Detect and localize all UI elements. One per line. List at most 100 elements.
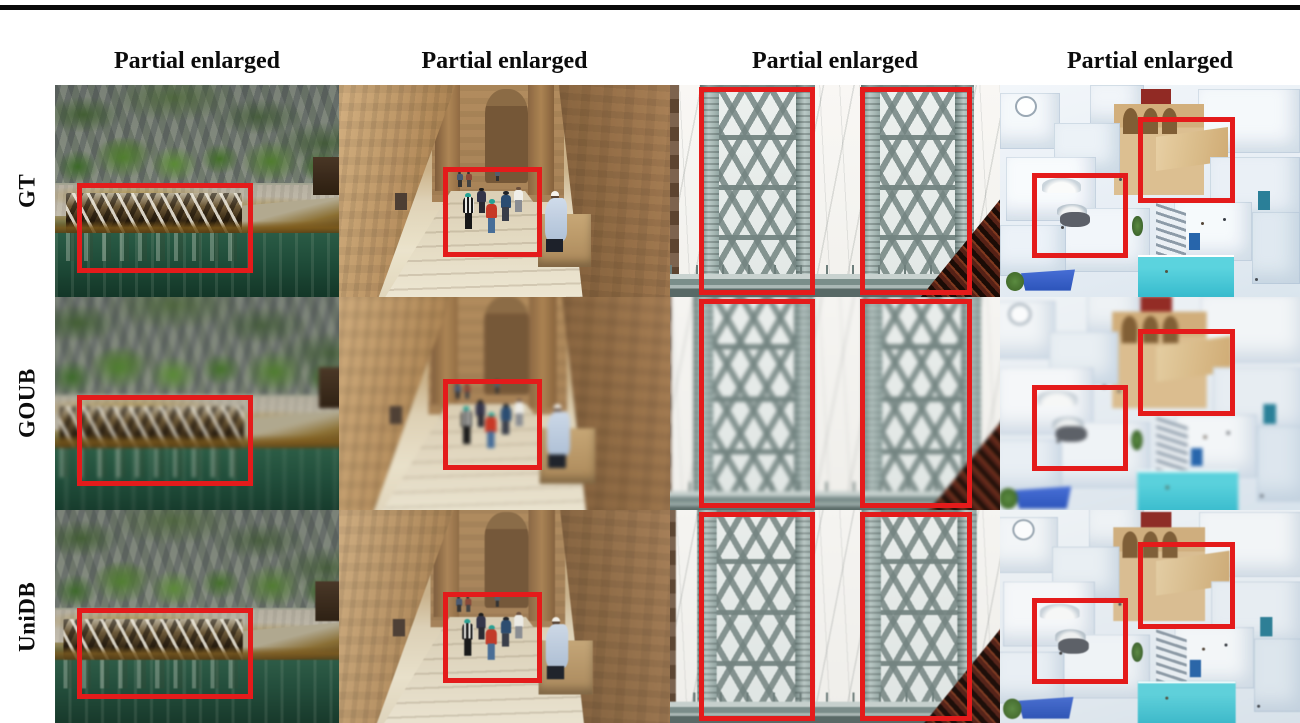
photo-temple-corridor (339, 85, 670, 297)
white-building (1254, 638, 1300, 713)
blue-door (1190, 448, 1202, 467)
trash-bin (395, 193, 407, 211)
photo-bridge-towers (670, 297, 1000, 510)
tower-leg (794, 510, 815, 723)
photo-temple-corridor (339, 297, 670, 510)
photo-temple-corridor (339, 510, 670, 723)
cell-goub-fjord (55, 297, 339, 510)
satellite-dish (1015, 95, 1037, 117)
seaweed-line (55, 646, 339, 665)
column-header: Partial enlarged (752, 47, 918, 74)
white-umbrella (1036, 390, 1078, 406)
highlight-box (860, 298, 973, 509)
highlight-box (442, 592, 542, 683)
highlight-box (699, 511, 816, 722)
satellite-dish (1012, 518, 1035, 541)
green-plant (1006, 271, 1024, 291)
column-header: Partial enlarged (1067, 47, 1233, 74)
highlight-box (1032, 385, 1129, 471)
distant-person (465, 596, 472, 613)
left-building-strip (670, 85, 679, 297)
walking-person-navy (499, 403, 512, 435)
tower-cross-bracing (880, 297, 963, 510)
walking-person-red-vest (485, 199, 499, 234)
photo-fjord-shoreline (55, 510, 339, 723)
cell-unidb-santorini (1000, 510, 1300, 723)
walking-person-dark (476, 187, 487, 214)
highlight-box (1032, 598, 1129, 684)
white-building (1175, 414, 1258, 478)
walking-person-striped (461, 618, 475, 656)
walking-person-striped (461, 193, 475, 230)
blue-awning (1021, 269, 1075, 291)
white-building (1257, 425, 1300, 502)
terrace-furniture (1058, 638, 1089, 654)
terrace-furniture (1060, 212, 1090, 228)
walking-person-red-vest (484, 412, 499, 449)
arch-opening (1121, 316, 1138, 344)
seated-man-blue-robe (543, 191, 569, 255)
arch-opening (1123, 108, 1138, 134)
highlight-box (860, 511, 973, 722)
tower-cross-bracing (879, 510, 960, 723)
tree-line (55, 135, 339, 187)
cell-goub-santorini (1000, 297, 1300, 510)
cell-goub-temple (339, 297, 670, 510)
turquoise-pool (1138, 254, 1234, 297)
highlight-box (76, 607, 253, 699)
walking-person-white-shirt (513, 186, 524, 213)
highlight-box (699, 298, 816, 509)
water-reflection (63, 659, 244, 689)
row-label-gt: GT (14, 173, 40, 209)
cell-gt-bridge (670, 85, 1000, 297)
seated-man-blue-robe (544, 403, 572, 471)
walking-person-striped (459, 405, 474, 444)
highlight-box (1138, 329, 1235, 416)
highlight-box (442, 166, 542, 257)
cell-unidb-bridge (670, 510, 1000, 723)
tree-line (55, 560, 339, 613)
tower-cross-bracing (711, 297, 797, 510)
water-reflection (59, 448, 245, 478)
cell-gt-temple (339, 85, 670, 297)
deck-railing-posts (670, 265, 1000, 276)
green-plant (1131, 430, 1143, 451)
tower-leg (861, 510, 882, 723)
highlight-box (860, 86, 973, 296)
satellite-dish (1008, 302, 1032, 325)
highlight-box (442, 379, 542, 470)
white-umbrella (1039, 603, 1080, 619)
walking-person-white-shirt (513, 612, 524, 639)
seaweed-line (55, 434, 339, 453)
turquoise-pool (1137, 681, 1236, 723)
walking-person-navy (500, 191, 513, 221)
temple-column (528, 297, 557, 408)
column-header: Partial enlarged (114, 47, 280, 74)
highlight-box (699, 86, 816, 296)
cell-gt-fjord (55, 85, 339, 297)
teal-door (1263, 403, 1276, 424)
tower-cross-bracing (717, 85, 798, 297)
blue-awning (1014, 486, 1072, 509)
white-building (1252, 212, 1300, 285)
left-building-strip (670, 510, 676, 723)
tower-leg (793, 297, 815, 510)
row-label-unidb: UniDB (14, 581, 40, 652)
header-rule (0, 5, 1300, 10)
trash-bin (393, 618, 405, 637)
tree-line (55, 345, 339, 400)
water (55, 448, 339, 510)
tower-cross-bracing (714, 510, 798, 723)
walking-person-white-shirt (513, 399, 525, 426)
highlight-box (1032, 172, 1129, 258)
walking-person-dark (476, 613, 487, 640)
deck-railing-posts (670, 692, 1000, 704)
dark-cabin (313, 157, 339, 196)
green-plant (1132, 216, 1143, 236)
walking-person-navy (499, 616, 512, 647)
green-plant (1131, 642, 1143, 663)
distant-person (454, 383, 461, 400)
dark-cabin (319, 367, 339, 408)
blue-door (1189, 233, 1200, 251)
